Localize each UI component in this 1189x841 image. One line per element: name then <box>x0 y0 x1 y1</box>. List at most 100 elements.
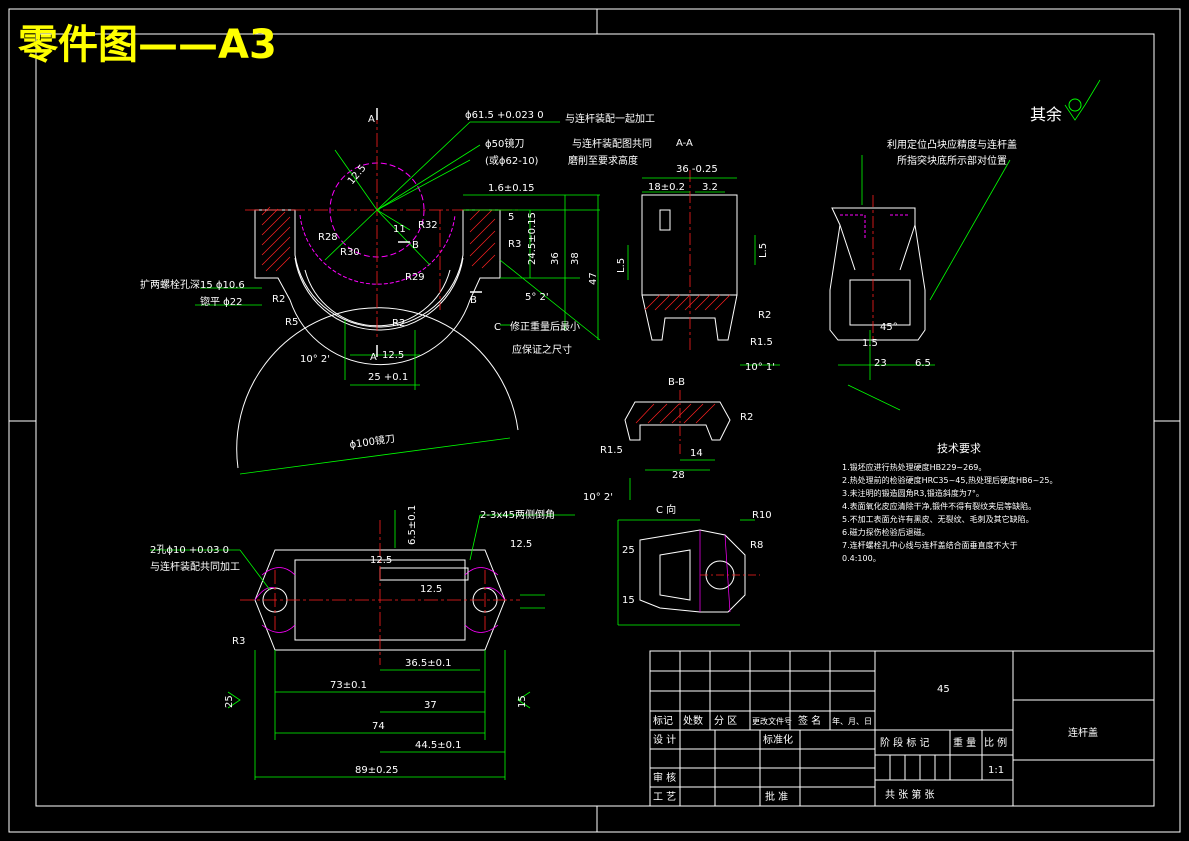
main-dim-5: 5 <box>508 212 514 223</box>
c-label: C 向 <box>656 503 676 516</box>
main-note-flat: 锪平 ϕ22 <box>200 295 243 308</box>
tb-design: 设 计 <box>653 733 676 746</box>
right-dim-23: 23 <box>874 358 887 369</box>
aa-dim-r1-5: R1.5 <box>750 337 773 348</box>
tb-header: 处数 <box>683 714 703 727</box>
tb-weight: 重 量 <box>953 736 976 749</box>
bb-dim-14: 14 <box>690 448 703 459</box>
tb-header: 标记 <box>653 715 673 727</box>
tb-ratio: 比 例 <box>984 736 1007 749</box>
c-dim-25: 25 <box>622 545 635 556</box>
right-view: 其余 利用定位凸块应精度与连杆盖 所指突块底所示部对位置 45° 1.5 23 … <box>829 79 1101 411</box>
main-bore-62: (或ϕ62-10) <box>485 155 539 167</box>
main-dim-38: 38 <box>570 252 581 265</box>
main-tol-top: ϕ61.5 +0.023 0 <box>465 110 544 121</box>
main-tol-top-note: 与连杆装配一起加工 <box>565 112 655 125</box>
tb-material: 45 <box>937 684 950 695</box>
tech-req-item: 0.4:100。 <box>842 554 881 563</box>
bottom-dim-15: 15 <box>517 695 528 708</box>
main-label-a-top: A <box>368 114 375 125</box>
tb-approve: 批 准 <box>765 790 788 803</box>
c-dim-r10: R10 <box>752 510 772 521</box>
bottom-dim-89: 89±0.25 <box>355 765 398 776</box>
tb-header: 更改文件号 <box>752 716 792 726</box>
tech-req-item: 4.表面氧化皮应清除干净,锻件不得有裂纹夹层等缺陷。 <box>842 501 1036 511</box>
section-bb: B-B R2 R1.5 14 28 10° 2' <box>583 377 753 503</box>
right-note1: 利用定位凸块应精度与连杆盖 <box>887 138 1017 151</box>
bb-label: B-B <box>668 377 685 388</box>
tb-stage: 阶 段 标 记 <box>880 736 930 749</box>
main-dim-r32: R32 <box>418 220 438 231</box>
tb-header: 分 区 <box>714 715 737 727</box>
main-dim-5-2: 5° 2' <box>525 292 549 303</box>
right-dim-1-5: 1.5 <box>862 338 878 349</box>
main-dim-12-5: 12.5 <box>382 350 404 361</box>
main-dim-r30: R30 <box>340 247 360 258</box>
main-dim-r3: R3 <box>508 239 521 250</box>
bottom-dim-12-5a: 12.5 <box>510 539 532 550</box>
main-dim-1-6: 1.6±0.15 <box>488 183 535 194</box>
main-bore-50: ϕ50镜刀 <box>485 137 524 150</box>
bb-dim-10-2: 10° 2' <box>583 492 613 503</box>
main-dim-r5: R5 <box>285 317 298 328</box>
tb-scale: 1:1 <box>988 765 1004 776</box>
tb-check: 审 核 <box>653 771 676 784</box>
main-dim-47: 47 <box>588 272 599 285</box>
bottom-dim-12-5b: 12.5 <box>370 555 392 566</box>
tech-req-item: 1.锻坯应进行热处理硬度HB229~269。 <box>842 462 986 472</box>
technical-requirements: 技术要求 1.锻坯应进行热处理硬度HB229~269。 2.热处理前的检验硬度H… <box>842 442 1057 563</box>
view-c: C 向 R10 R8 25 15 <box>617 503 772 626</box>
drawing-frame <box>8 8 1181 833</box>
drawing-title: 零件图——A3 <box>18 22 277 68</box>
tech-req-item: 7.连杆螺栓孔中心线与连杆盖结合面垂直度不大于 <box>842 540 1018 550</box>
tb-proc: 工 艺 <box>653 791 676 803</box>
aa-label: A-A <box>676 138 693 149</box>
main-label-b2: B <box>412 240 419 251</box>
main-bore-62-note: 磨削至要求高度 <box>568 154 638 167</box>
bottom-dim-36-5: 36.5±0.1 <box>405 658 452 669</box>
main-dim-r29: R29 <box>405 272 425 283</box>
main-label-a-bottom: A <box>370 352 377 363</box>
tech-req-item: 3.未注明的锻造圆角R3,锻造斜度为7°。 <box>842 488 984 498</box>
tb-part-name: 连杆盖 <box>1068 726 1098 739</box>
main-dim-r2b: R2 <box>392 318 405 329</box>
main-label-c: C <box>494 322 501 333</box>
title-block <box>649 650 1155 807</box>
bottom-note-chamfer: 2-3x45两侧倒角 <box>480 508 555 521</box>
main-dim-10-2: 10° 2' <box>300 354 330 365</box>
bottom-dim-73: 73±0.1 <box>330 680 367 691</box>
tech-req-item: 5.不加工表面允许有黑皮、无裂纹、毛刺及其它缺陷。 <box>842 514 1034 524</box>
main-dim-100: ϕ100镜刀 <box>349 432 396 451</box>
main-dim-r28: R28 <box>318 232 338 243</box>
bb-dim-r1-5: R1.5 <box>600 445 623 456</box>
c-dim-15: 15 <box>622 595 635 606</box>
aa-dim-3-2: 3.2 <box>702 182 718 193</box>
main-dim-11: 11 <box>393 224 406 235</box>
bottom-dim-12-5c: 12.5 <box>420 584 442 595</box>
main-view: ϕ61.5 +0.023 0 与连杆装配一起加工 ϕ50镜刀 与连杆装配图共同 … <box>140 108 655 475</box>
c-dim-r8: R8 <box>750 540 763 551</box>
main-bore-50-note: 与连杆装配图共同 <box>572 137 652 150</box>
main-dim-24: 24.5±0.15 <box>527 212 538 265</box>
main-note-weight: 修正重量后最小 <box>510 320 580 333</box>
bottom-dim-6-5: 6.5±0.1 <box>407 505 418 545</box>
bottom-note-hole2: 与连杆装配共同加工 <box>150 560 240 573</box>
tb-header: 年、月、日 <box>832 716 872 726</box>
main-note-size: 应保证之尺寸 <box>512 343 572 356</box>
aa-dim-18: 18±0.2 <box>648 182 685 193</box>
bottom-dim-37: 37 <box>424 700 437 711</box>
main-dim-r21-5: 12.5 <box>346 163 369 187</box>
main-label-b: B <box>470 295 477 306</box>
tb-header: 签 名 <box>798 714 821 727</box>
right-dim-6-5: 6.5 <box>915 358 931 369</box>
title-block-text: 45 连杆盖 1:1 标记 处数 分 区 更改文件号 签 名 年、月、日 设 计… <box>653 684 1098 803</box>
bottom-note-hole: 2孔ϕ10 +0.03 0 <box>150 544 229 556</box>
right-label: 其余 <box>1030 105 1062 124</box>
bb-dim-28: 28 <box>672 470 685 481</box>
tech-req-title: 技术要求 <box>937 442 981 455</box>
aa-dim-36: 36 -0.25 <box>676 164 718 175</box>
bottom-dim-25: 25 <box>224 695 235 708</box>
aa-dim-l5: L.5 <box>616 258 627 273</box>
bottom-dim-74: 74 <box>372 721 385 732</box>
